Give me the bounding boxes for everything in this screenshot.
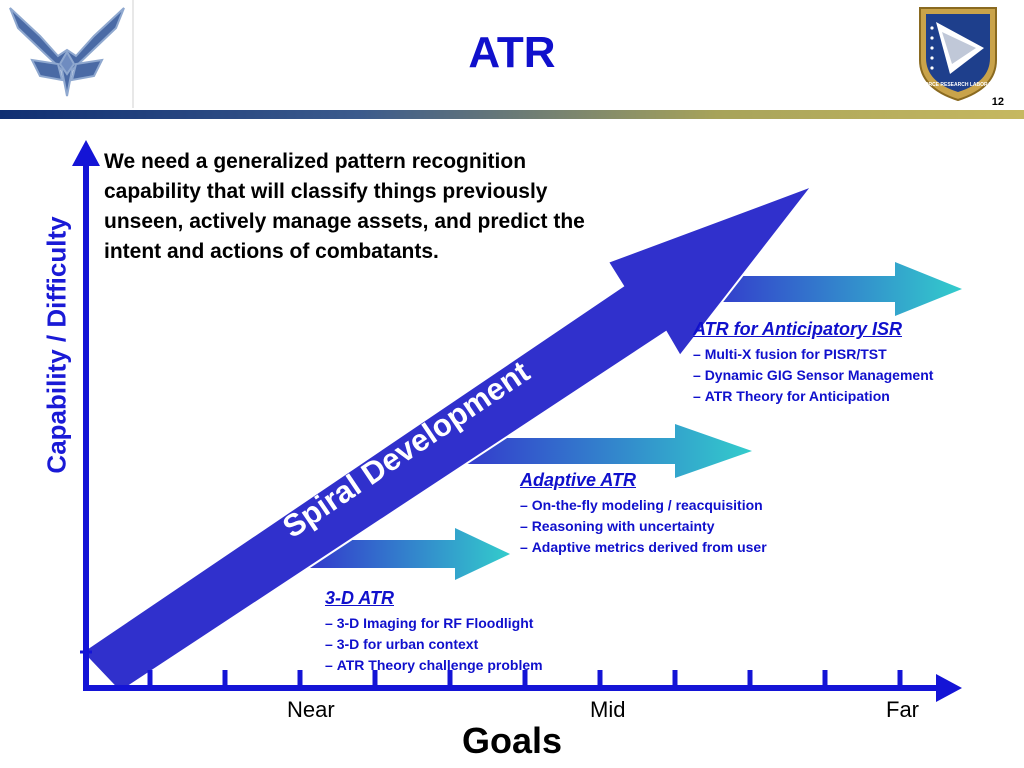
- header-divider-bar: [0, 110, 1024, 119]
- spiral-development-arrow: [80, 183, 815, 694]
- goal-arrow-anticipatory-isr: [700, 262, 962, 316]
- block-title: ATR for Anticipatory ISR: [693, 319, 903, 339]
- block-item: Multi-X fusion for PISR/TST: [693, 344, 933, 365]
- afrl-logo-text: AIR FORCE RESEARCH LABORATORY: [912, 82, 1006, 88]
- block-adaptive-atr: Adaptive ATR On-the-fly modeling / reacq…: [520, 470, 767, 558]
- block-item: Reasoning with uncertainty: [520, 516, 767, 537]
- page-number: 12: [991, 96, 1004, 108]
- tick-label-far: Far: [886, 697, 919, 722]
- block-item: 3-D for urban context: [325, 634, 543, 655]
- goal-arrow-adaptive-atr: [450, 424, 752, 478]
- y-axis-arrowhead: [72, 140, 100, 166]
- x-axis-label: Goals: [461, 720, 563, 761]
- x-axis-arrowhead: [936, 674, 962, 702]
- block-item: ATR Theory for Anticipation: [693, 386, 933, 407]
- tick-label-near: Near: [287, 697, 335, 722]
- air-force-wings-logo: [0, 0, 135, 108]
- block-3d-atr: 3-D ATR 3-D Imaging for RF Floodlight 3-…: [325, 588, 543, 676]
- y-axis-label: Capability / Difficulty: [41, 216, 72, 474]
- block-item: ATR Theory challenge problem: [325, 655, 543, 676]
- afrl-shield-logo: AIR FORCE RESEARCH LABORATORY: [912, 7, 1006, 102]
- block-item: Adaptive metrics derived from user: [520, 537, 767, 558]
- goal-arrow-3d-atr: [300, 528, 510, 580]
- block-item: 3-D Imaging for RF Floodlight: [325, 613, 543, 634]
- block-title: 3-D ATR: [325, 588, 394, 608]
- block-anticipatory-isr: ATR for Anticipatory ISR Multi-X fusion …: [693, 319, 933, 407]
- tick-label-mid: Mid: [590, 697, 626, 722]
- block-item: Dynamic GIG Sensor Management: [693, 365, 934, 386]
- block-title: Adaptive ATR: [520, 470, 637, 490]
- block-item: On-the-fly modeling / reacquisition: [520, 495, 767, 516]
- page-title: ATR: [468, 28, 556, 77]
- intro-statement: We need a generalized pattern recognitio…: [104, 150, 585, 263]
